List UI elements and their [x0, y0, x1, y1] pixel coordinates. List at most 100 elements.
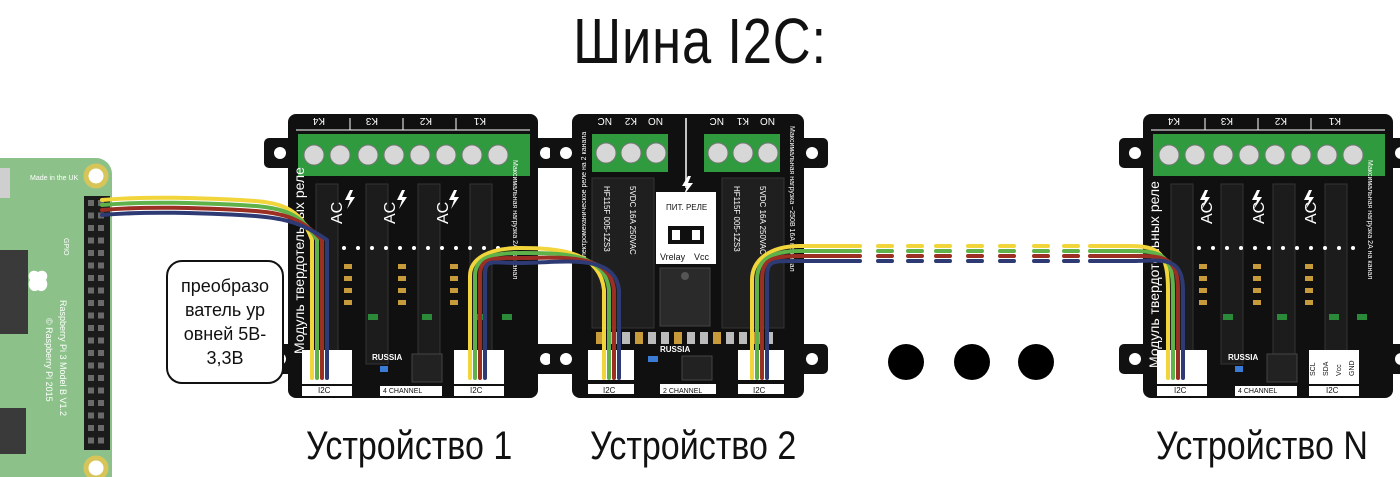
dn-terminal-k3: K3	[1220, 115, 1233, 126]
d2-terminal-k1: K1	[736, 115, 749, 126]
dn-side-text: Модуль твердотельных реле	[1146, 181, 1162, 368]
gpio-pin	[98, 200, 104, 206]
gpio-pin	[88, 225, 94, 231]
d2-bus-left: I2C	[603, 386, 616, 395]
d2-relay-model-right: HF115F 005-1ZS3	[732, 186, 741, 252]
gpio-pin	[88, 325, 94, 331]
diagram-title: Шина I2C:	[573, 5, 827, 77]
device2-out-wire-scl	[750, 244, 862, 380]
device1-to-device2-wire-sda	[473, 250, 611, 380]
dn-bus-right: I2C	[1326, 386, 1339, 395]
gpio-pin	[98, 400, 104, 406]
gpio-pin	[98, 312, 104, 319]
d2-terminal-no-right: NO	[760, 115, 775, 126]
gpio-pin	[88, 200, 94, 206]
d1-max-load: Максимальная нагрузка 2А на канал	[511, 160, 518, 279]
smd-component	[726, 332, 734, 344]
pi-to-device1-wire-gnd	[100, 210, 329, 380]
gpio-pin	[88, 262, 94, 269]
gpio-pin	[88, 275, 94, 281]
smd-component	[674, 332, 682, 344]
gpio-pin	[88, 400, 94, 406]
d1-ac-label-3: AC	[435, 202, 452, 224]
gpio-pin	[98, 250, 104, 256]
gpio-pin	[98, 350, 104, 356]
d2-russia-label: RUSSIA	[660, 345, 690, 354]
raspberry-pi-board	[0, 158, 112, 477]
device1-to-device2-wire-vcc	[478, 255, 616, 380]
level-converter-label: преобразователь уровней 5В-3,3В	[181, 276, 269, 368]
dn-max-load: Максимальная нагрузка 2А на канал	[1366, 160, 1373, 279]
ellipsis-dot-2	[954, 344, 990, 380]
smd-component	[596, 332, 604, 344]
smd-component	[687, 332, 695, 344]
pi-gpio-label: GPIO	[62, 238, 69, 256]
gpio-pin	[88, 437, 94, 444]
d2-terminal-nc-left: NC	[598, 115, 612, 126]
device2-out-wire-vcc	[760, 254, 862, 380]
d2-bus-right: I2C	[753, 386, 766, 395]
lightning-icon	[682, 176, 693, 195]
gpio-pin	[98, 300, 104, 306]
gpio-pin	[98, 362, 104, 369]
gpio-pin	[88, 212, 94, 219]
d2-relay-model-left: HF115F 005-1ZS3	[602, 186, 611, 252]
smd-component	[739, 332, 747, 344]
d2-terminal-k2: K2	[624, 115, 637, 126]
smd-component	[661, 332, 669, 344]
smd-component	[700, 332, 708, 344]
gpio-pin	[88, 337, 94, 344]
pi-model-label: Raspberry Pi 3 Model B V1.2	[58, 300, 68, 416]
gpio-pin	[88, 237, 94, 244]
gpio-pin	[98, 275, 104, 281]
raspberry-logo	[28, 270, 48, 292]
i2c-wires	[100, 195, 1185, 380]
gpio-pin	[98, 325, 104, 331]
ellipsis-dot-3	[1018, 344, 1054, 380]
device-n-label: Устройство N	[1156, 424, 1368, 468]
d2-side-text-left: Электромеханическое реле на 2 канала	[581, 132, 588, 262]
d2-power-label: ПИТ. РЕЛЕ	[666, 203, 707, 212]
gpio-pin	[88, 312, 94, 319]
dn-pin-sda: SDA	[1323, 361, 1330, 376]
level-converter-box: преобразователь уровней 5В-3,3В	[166, 260, 284, 384]
gpio-pin	[98, 412, 104, 419]
gpio-pin	[98, 262, 104, 269]
gpio-pin	[98, 287, 104, 294]
ellipsis-dot-1	[888, 344, 924, 380]
gpio-pin	[98, 337, 104, 344]
gpio-pin	[98, 237, 104, 244]
dn-pin-scl: SCL	[1310, 362, 1317, 376]
d1-terminal-k4: K4	[312, 115, 325, 126]
pi-made-in-label: Made in the UK	[30, 175, 79, 182]
d2-terminal-nc-right: NC	[710, 115, 724, 126]
d1-terminal-k1: K1	[473, 115, 486, 126]
d2-side-text-right: Максимальная нагрузка ~250В 16А на канал	[788, 126, 795, 272]
gpio-pin	[98, 437, 104, 444]
gpio-pin	[88, 362, 94, 369]
d2-vcc-label: Vcc	[694, 252, 710, 262]
smd-component	[648, 332, 656, 344]
d1-terminal-k3: K3	[365, 115, 378, 126]
d2-terminal-no-left: NO	[648, 115, 663, 126]
dn-bus-left: I2C	[1174, 386, 1187, 395]
d1-channel-label: 4 CHANNEL	[383, 388, 422, 395]
dn-terminal-k2: K2	[1274, 115, 1287, 126]
dn-russia-label: RUSSIA	[1228, 353, 1258, 362]
smd-component	[713, 332, 721, 344]
device1-to-device2-wire-gnd	[483, 259, 621, 380]
d1-russia-label: RUSSIA	[372, 353, 402, 362]
gpio-pin	[98, 375, 104, 381]
dn-pin-gnd: GND	[1349, 360, 1356, 376]
d1-bus-right: I2C	[470, 386, 483, 395]
bus-to-deviceN-wire-gnd	[1088, 258, 1185, 380]
pi-copyright-label: © Raspberry Pi 2015	[44, 318, 54, 402]
dn-ac-label-2: AC	[1251, 202, 1268, 224]
device-1-label: Устройство 1	[306, 424, 513, 468]
d1-ac-label-2: AC	[382, 202, 399, 224]
gpio-pin	[88, 250, 94, 256]
gpio-pin	[98, 225, 104, 231]
device1-to-device2-wire-scl	[468, 246, 606, 380]
dn-ac-label-1: AC	[1199, 202, 1216, 224]
